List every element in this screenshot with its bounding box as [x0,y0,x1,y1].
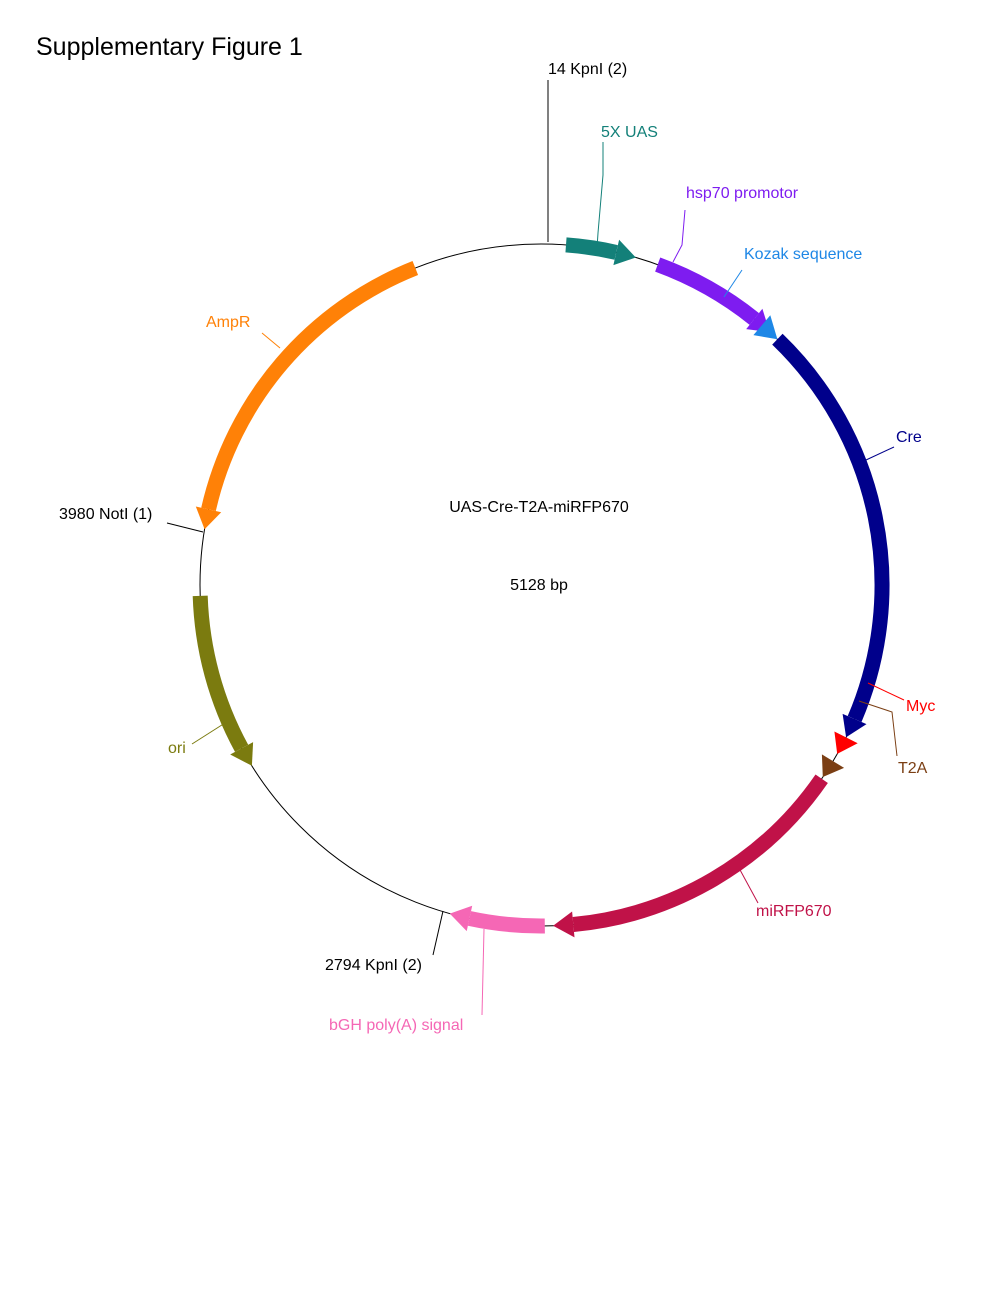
feature-cre-body [772,333,890,722]
feature-myc-arrowhead [834,731,858,754]
feature-kozak-label: Kozak sequence [744,246,862,263]
site-kpn2: 2794 KpnI (2) [325,910,444,974]
feature-mirfp-label: miRFP670 [756,903,832,920]
feature-hsp70: hsp70 promotor [655,185,799,333]
feature-ampr-label: AmpR [206,314,250,331]
feature-hsp70-body [655,257,759,325]
feature-kozak: Kozak sequence [723,246,862,340]
feature-mirfp-leader [738,867,759,904]
feature-myc: Myc [834,682,935,754]
feature-mirfp-arrowhead [553,911,575,938]
feature-bgh-label: bGH poly(A) signal [329,1017,463,1034]
feature-ori-arrowhead [230,742,254,766]
feature-t2a-arrowhead [821,754,845,777]
site-not1-leader [166,522,204,533]
site-not1: 3980 NotI (1) [59,506,204,533]
feature-uas-arrowhead [613,239,636,266]
feature-ori-leader [191,722,226,745]
feature-hsp70-label: hsp70 promotor [686,185,799,202]
site-kpn1-label: 14 KpnI (2) [548,61,627,78]
feature-hsp70-leader [672,209,686,263]
feature-cre-leader [865,446,895,461]
site-kpn2-leader [432,910,444,956]
feature-myc-label: Myc [906,698,935,715]
feature-myc-leader [867,682,905,701]
feature-bgh: bGH poly(A) signal [329,905,545,1034]
feature-ori: ori [168,595,254,766]
feature-ori-body [192,595,249,752]
feature-ori-label: ori [168,740,186,757]
feature-kozak-arrowhead [753,315,778,340]
figure-title: Supplementary Figure 1 [36,33,303,61]
feature-cre-label: Cre [896,429,922,446]
feature-uas-label: 5X UAS [601,124,658,141]
site-kpn2-label: 2794 KpnI (2) [325,957,422,974]
feature-t2a-label: T2A [898,760,928,777]
feature-kozak-leader [723,269,743,298]
restriction-sites-layer: 14 KpnI (2) 3980 NotI (1) 2794 KpnI (2) [59,61,627,974]
plasmid-size: 5128 bp [510,577,568,594]
feature-ampr: AmpR [195,261,419,530]
site-not1-label: 3980 NotI (1) [59,506,152,523]
feature-mirfp-body [572,774,828,932]
feature-uas: 5X UAS [565,124,658,266]
feature-cre-arrowhead [842,713,867,738]
feature-uas-leader [596,142,604,249]
feature-bgh-body [467,911,545,934]
feature-mirfp: miRFP670 [553,774,832,938]
plasmid-name: UAS-Cre-T2A-miRFP670 [449,499,629,516]
feature-uas-body [565,237,618,260]
feature-cre: Cre [772,333,922,738]
site-kpn1: 14 KpnI (2) [547,61,627,242]
feature-ampr-body [201,261,419,512]
feature-t2a-leader [858,700,898,757]
feature-bgh-leader [481,928,485,1016]
feature-t2a: T2A [821,700,928,777]
feature-ampr-arrowhead [195,506,222,530]
feature-bgh-arrowhead [449,905,473,932]
feature-ampr-leader [261,332,281,349]
